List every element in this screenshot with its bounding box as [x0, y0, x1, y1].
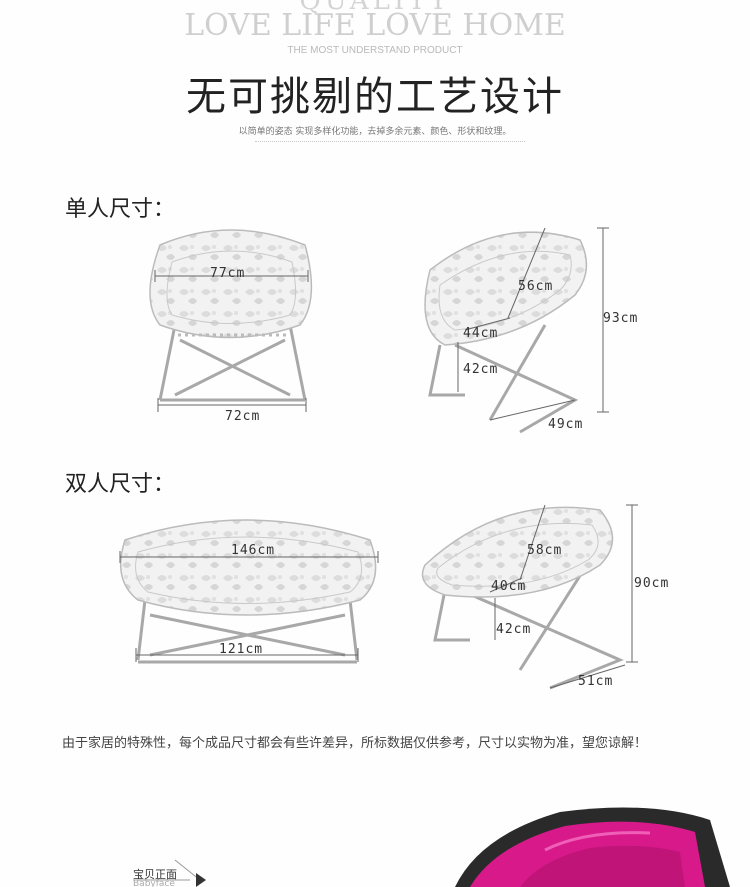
- double-side-depth-top: 58cm: [527, 543, 563, 558]
- single-side-height: 93cm: [603, 311, 639, 326]
- header-chinese-subtitle: 以简单的姿态 实现多样化功能，去掉多余元素、颜色、形状和纹理。: [238, 127, 512, 137]
- babyface-label: 宝贝正面: [133, 868, 177, 881]
- single-front-width-top: 77cm: [210, 266, 246, 281]
- single-side-seat-depth: 44cm: [463, 326, 499, 341]
- header-english-title: LOVE LIFE LOVE HOME: [184, 8, 566, 43]
- single-front-chair: [149, 229, 313, 412]
- babyface-sublabel: Babyface: [133, 879, 175, 887]
- single-side-depth-top: 56cm: [518, 279, 554, 294]
- size-disclaimer: 由于家居的特殊性，每个成品尺寸都会有些许差异，所标数据仅供参考，尺寸以实物为准，…: [62, 736, 648, 751]
- single-front-width-bottom: 72cm: [225, 409, 261, 424]
- single-size-title: 单人尺寸：: [65, 197, 176, 222]
- header-chinese-title: 无可挑剔的工艺设计: [186, 74, 564, 120]
- babyface-marker: [133, 859, 206, 887]
- double-front-chair: [119, 519, 379, 664]
- double-side-seat-height: 42cm: [496, 622, 532, 637]
- header-divider: [255, 141, 525, 143]
- double-side-seat-depth: 40cm: [491, 579, 527, 594]
- single-side-base-depth: 49cm: [548, 417, 584, 432]
- header-english-top: QUALITY: [299, 0, 451, 16]
- double-side-height: 90cm: [634, 576, 670, 591]
- single-side-seat-height: 42cm: [463, 362, 499, 377]
- double-side-base-depth: 51cm: [578, 674, 614, 689]
- pink-chair-preview: [455, 807, 730, 887]
- single-side-chair: [424, 227, 609, 434]
- header-english-subtitle: THE MOST UNDERSTAND PRODUCT: [287, 45, 463, 56]
- double-side-chair: [421, 504, 638, 690]
- double-size-title: 双人尺寸：: [65, 472, 176, 497]
- double-front-width-top: 146cm: [231, 543, 276, 558]
- double-front-width-bottom: 121cm: [219, 642, 264, 657]
